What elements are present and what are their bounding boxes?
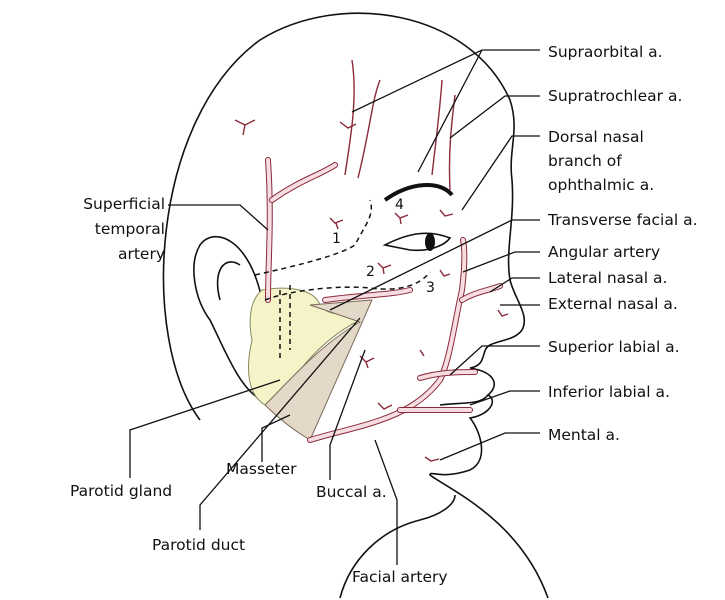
- label-lateral-nasal: Lateral nasal a.: [548, 269, 667, 287]
- label-dorsal-nasal-3: ophthalmic a.: [548, 176, 654, 194]
- region-number-2: 2: [366, 264, 375, 280]
- label-angular: Angular artery: [548, 243, 660, 261]
- label-dorsal-nasal-1: Dorsal nasal: [548, 128, 644, 146]
- label-buccal: Buccal a.: [316, 483, 387, 501]
- label-inferior-labial: Inferior labial a.: [548, 383, 670, 401]
- label-dorsal-nasal-2: branch of: [548, 152, 622, 170]
- head-outline: [162, 12, 549, 599]
- dashed-boundary-2: [264, 271, 431, 301]
- label-superficial-temporal-1: Superficial: [83, 195, 165, 213]
- pupil: [425, 233, 435, 251]
- neck-outline: [339, 494, 456, 599]
- label-supraorbital: Supraorbital a.: [548, 43, 663, 61]
- region-numbers: 1 2 3 4: [332, 197, 435, 296]
- region-number-1: 1: [332, 231, 341, 247]
- ear-inner: [216, 261, 241, 301]
- mouth: [439, 394, 489, 406]
- label-masseter: Masseter: [226, 460, 297, 478]
- label-external-nasal: External nasal a.: [548, 295, 678, 313]
- label-parotid-gland: Parotid gland: [70, 482, 172, 500]
- eyebrow: [383, 182, 454, 202]
- label-superficial-temporal-3: artery: [118, 245, 165, 263]
- label-superior-labial: Superior labial a.: [548, 338, 680, 356]
- region-number-3: 3: [426, 280, 435, 296]
- label-transverse-facial: Transverse facial a.: [547, 211, 698, 229]
- label-parotid-duct: Parotid duct: [152, 536, 245, 554]
- dashed-boundary-3: [279, 285, 291, 360]
- eye: [382, 232, 452, 252]
- label-mental: Mental a.: [548, 426, 620, 444]
- dashed-boundary-1: [254, 199, 372, 276]
- label-supratrochlear: Supratrochlear a.: [548, 87, 682, 105]
- leader-lines: [129, 49, 540, 565]
- label-facial-artery: Facial artery: [352, 568, 448, 586]
- arteries: [234, 59, 509, 462]
- region-number-4: 4: [395, 197, 404, 213]
- ear: [193, 235, 263, 401]
- label-superficial-temporal-2: temporal: [95, 220, 165, 238]
- labels: Supraorbital a. Supratrochlear a. Dorsal…: [70, 43, 698, 586]
